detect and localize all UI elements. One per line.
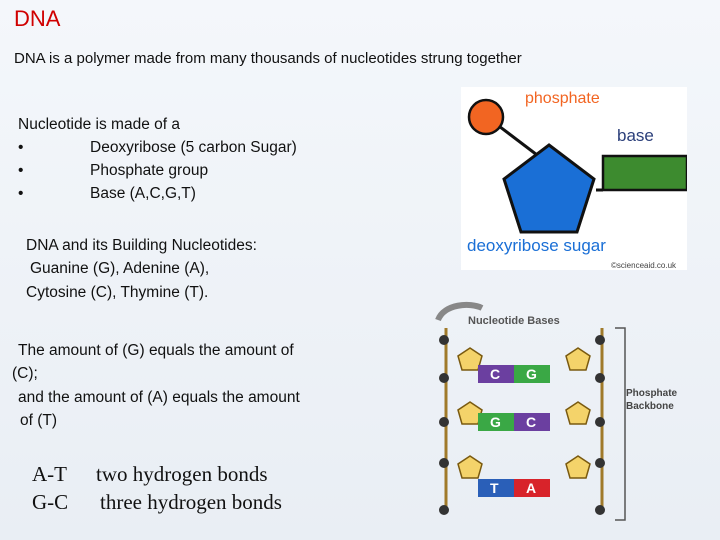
nucleotide-diagram: phosphate base deoxyribose sugar ©scienc… xyxy=(467,90,689,270)
base-block-c xyxy=(478,365,514,383)
bases-title: Nucleotide Bases xyxy=(468,315,560,327)
base-block-c xyxy=(514,413,550,431)
bases-diagram: Nucleotide Bases C G G C xyxy=(435,301,678,521)
deoxyribose-pentagon xyxy=(502,143,596,234)
nucleotide-heading: Nucleotide is made of a xyxy=(18,116,180,133)
sugar-label: deoxyribose sugar xyxy=(467,236,606,255)
bullet: • xyxy=(18,139,24,156)
pair-3-left: T xyxy=(490,480,499,496)
base-block-t xyxy=(478,479,514,497)
nucleotide-item-phosphate: Phosphate group xyxy=(90,162,209,179)
gc-pair: G-C xyxy=(32,490,69,514)
building-line-1: DNA and its Building Nucleotides: xyxy=(26,237,257,254)
slide-title: DNA xyxy=(14,6,61,31)
backbone-label-2: Backbone xyxy=(626,401,674,412)
amount-line-1: The amount of (G) equals the amount of xyxy=(18,342,294,359)
list-item: • Base (A,C,G,T) xyxy=(0,185,420,207)
sugar-pentagons xyxy=(457,347,591,479)
list-item: • Deoxyribose (5 carbon Sugar) xyxy=(0,139,420,161)
base-block-g xyxy=(514,365,550,383)
nucleotide-item-deoxyribose: Deoxyribose (5 carbon Sugar) xyxy=(90,139,297,156)
at-bonds-text: two hydrogen bonds xyxy=(96,462,268,486)
pair-3-right: A xyxy=(526,480,536,496)
bullet: • xyxy=(18,185,24,202)
pair-2-right: C xyxy=(526,414,536,430)
base-block-g xyxy=(478,413,514,431)
phosphate-label: phosphate xyxy=(525,90,600,107)
amount-line-2: (C); xyxy=(12,365,38,382)
base-label: base xyxy=(617,126,654,145)
amount-line-3: and the amount of (A) equals the amount xyxy=(18,389,300,406)
at-pair: A-T xyxy=(32,462,67,486)
pair-2-left: G xyxy=(490,414,501,430)
backbone-bracket xyxy=(615,327,626,521)
base-block-a xyxy=(514,479,550,497)
pair-1-right: G xyxy=(526,366,537,382)
phosphate-nodes xyxy=(439,335,605,515)
nucleotide-figure: phosphate base deoxyribose sugar ©scienc… xyxy=(461,87,689,270)
amount-line-4: of (T) xyxy=(20,412,58,429)
phosphate-circle xyxy=(467,98,505,136)
nucleotide-item-base: Base (A,C,G,T) xyxy=(90,185,196,202)
list-item: • Phosphate group xyxy=(0,162,420,184)
gc-bonds-text: three hydrogen bonds xyxy=(100,490,282,514)
base-rectangle xyxy=(601,154,689,192)
pair-1-left: C xyxy=(490,366,500,382)
intro-text: DNA is a polymer made from many thousand… xyxy=(14,50,522,67)
credit-text: ©scienceaid.co.uk xyxy=(611,261,677,270)
nucleotide-bases-figure: Nucleotide Bases C G G C xyxy=(430,298,710,526)
building-line-2: Guanine (G), Adenine (A), xyxy=(30,260,210,277)
backbone-label-1: Phosphate xyxy=(626,388,678,399)
title-swoosh xyxy=(435,301,484,322)
bullet: • xyxy=(18,162,24,179)
building-line-3: Cytosine (C), Thymine (T). xyxy=(26,284,209,301)
